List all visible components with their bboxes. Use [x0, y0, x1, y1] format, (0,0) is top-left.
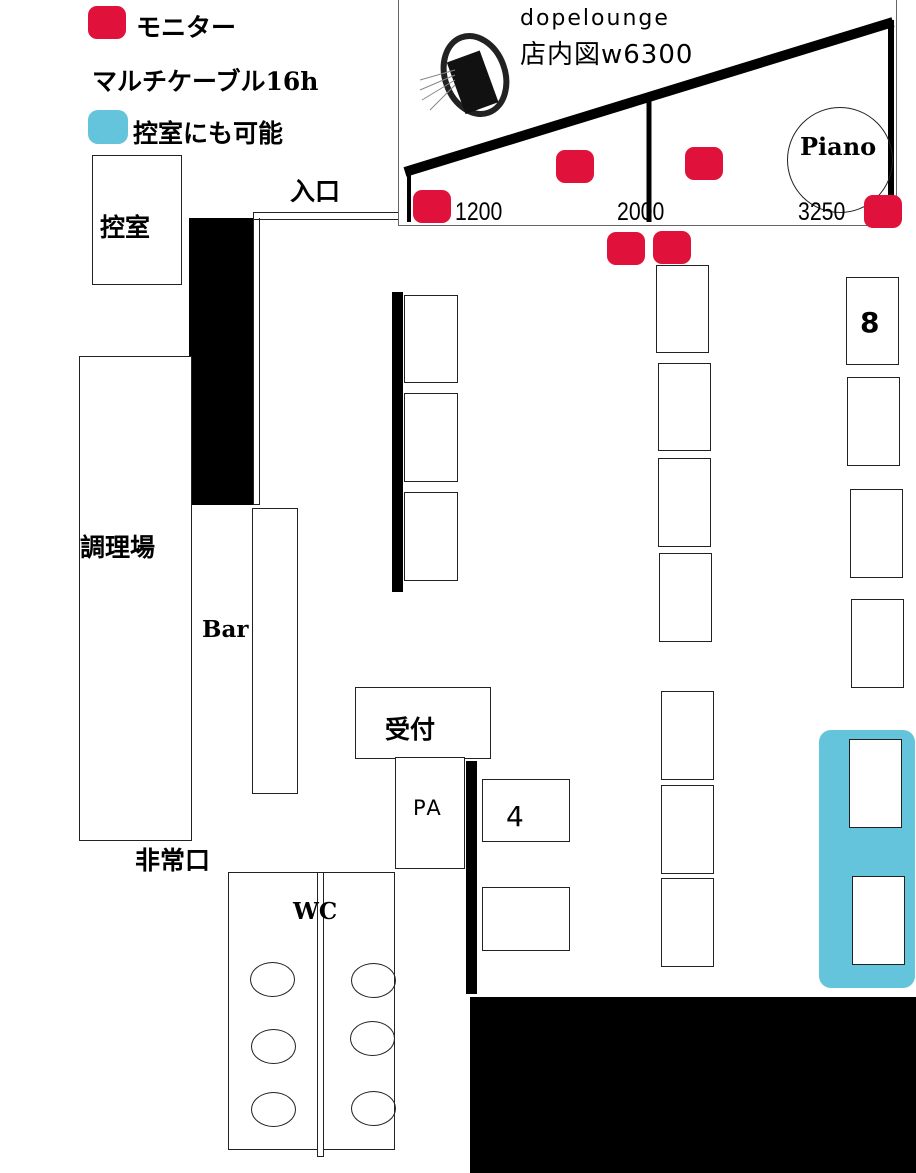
table: [404, 295, 458, 383]
table: [659, 553, 712, 642]
monitor: [607, 232, 645, 265]
table: [849, 739, 902, 828]
table: [658, 458, 711, 547]
wc-label: WC: [293, 898, 338, 925]
monitor: [556, 150, 594, 183]
table-4: [482, 779, 570, 842]
width-label-1200: 1200: [455, 198, 503, 226]
monitor: [864, 195, 902, 228]
table: [852, 876, 905, 965]
green-room-label: 控室: [100, 213, 151, 242]
pa-booth: [395, 757, 465, 869]
monitor: [685, 147, 723, 180]
partition: [392, 292, 403, 592]
table: [404, 492, 458, 581]
table: [847, 377, 900, 466]
toilet: [351, 963, 396, 998]
table: [850, 489, 903, 578]
table: [661, 878, 714, 967]
legend-green-room-label: 控室にも可能: [133, 119, 284, 148]
legend-green-room-swatch: [88, 110, 128, 144]
toilet: [351, 1091, 396, 1126]
table: [404, 393, 458, 482]
wc-divider: [317, 872, 324, 1157]
table-8-label: 8: [860, 306, 880, 339]
toilet: [250, 962, 295, 997]
table: [851, 599, 904, 688]
green-room: [92, 155, 182, 285]
table-4-label: 4: [506, 800, 524, 833]
entrance-label: 入口: [290, 177, 341, 206]
legend-monitor-label: モニター: [136, 13, 237, 42]
venue-name: dopelounge: [520, 6, 670, 31]
kitchen-label: 調理場: [80, 533, 156, 562]
toilet: [251, 1029, 296, 1064]
toilet: [251, 1092, 296, 1127]
monitor: [413, 190, 451, 223]
width-label-3250: 3250: [798, 198, 846, 226]
partition: [466, 761, 477, 994]
width-label-2000: 2000: [617, 198, 665, 226]
piano: [787, 107, 893, 213]
table: [661, 691, 714, 780]
counter-wall: [189, 218, 253, 505]
bar-counter: [252, 508, 298, 794]
table: [482, 887, 570, 951]
entrance-wall: [253, 212, 399, 220]
toilet: [350, 1021, 395, 1056]
legend-multicable-label: マルチケーブル16h: [92, 67, 319, 96]
legend-monitor-swatch: [88, 6, 126, 39]
table-8: [846, 277, 899, 365]
blocked-area: [470, 997, 916, 1173]
piano-label: Piano: [800, 132, 877, 161]
table: [661, 785, 714, 874]
pa-label: PA: [413, 796, 443, 820]
multicable-snake-icon: [419, 33, 510, 117]
reception-label: 受付: [385, 715, 436, 744]
map-title: 店内図w6300: [520, 40, 694, 70]
monitor: [653, 231, 691, 264]
table: [658, 363, 711, 451]
reception: [355, 687, 491, 759]
stage-area: [398, 0, 897, 226]
bar-wall: [253, 218, 260, 505]
kitchen: [79, 356, 192, 841]
bar-label: Bar: [202, 616, 249, 643]
table: [656, 265, 709, 353]
emergency-exit-label: 非常口: [135, 846, 211, 875]
